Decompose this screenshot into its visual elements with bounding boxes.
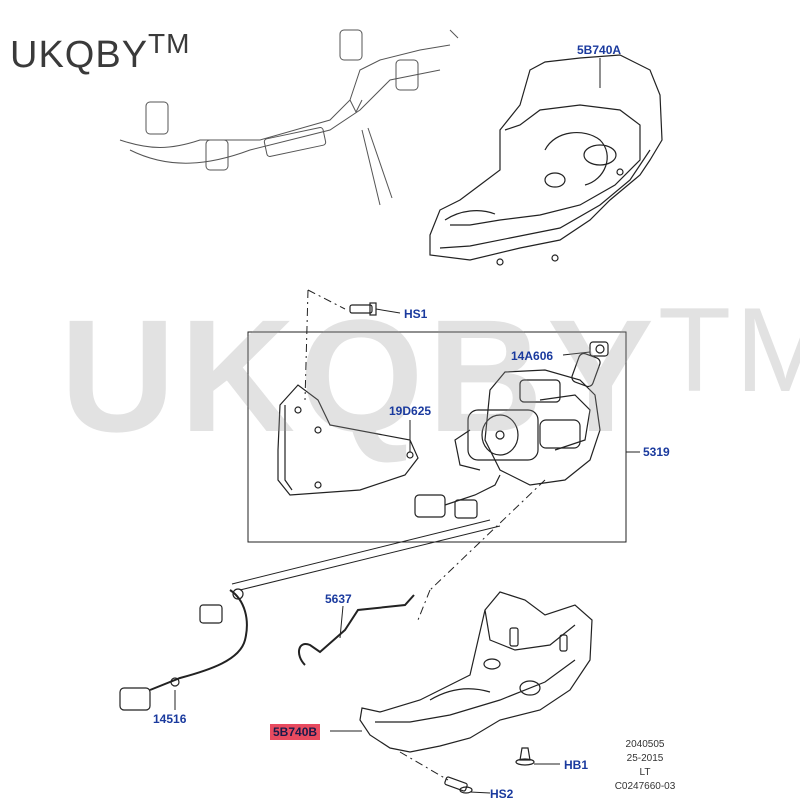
suspension-layout-overview — [119, 29, 459, 206]
pointer-hs2 — [399, 751, 449, 781]
compressor-assembly-box — [247, 331, 627, 543]
mounting-bracket-19d625 — [277, 384, 419, 496]
brand-watermark-small-tm: TM — [148, 28, 191, 59]
label-14a606: 14A606 — [511, 349, 554, 363]
label-5b740b-highlighted: 5B740B — [270, 724, 321, 740]
label-14516: 14516 — [153, 712, 187, 726]
leader-hs1 — [375, 308, 401, 314]
brand-watermark-small: UKQBYTM — [10, 24, 190, 75]
label-hb1: HB1 — [564, 758, 589, 772]
pointer-harness-1 — [231, 519, 491, 585]
wiring-harness-14516 — [119, 588, 248, 711]
pointer-harness-2 — [239, 525, 501, 591]
air-hose-5637 — [298, 594, 415, 666]
drawing-stamp: 2040505 25-2015 LT C0247660-03 — [600, 738, 690, 794]
leader-hs2 — [469, 791, 491, 794]
valve-block-14a606 — [571, 341, 609, 388]
harness-connectors — [414, 474, 501, 519]
bolt-hs1 — [349, 302, 377, 316]
air-compressor-unit — [454, 369, 601, 486]
bolt-hs2 — [444, 776, 473, 794]
assembly-guide-lines — [304, 289, 546, 621]
label-hs2: HS2 — [490, 787, 514, 801]
stamp-line-1: 2040505 — [625, 739, 665, 750]
leader-14a606 — [562, 351, 591, 356]
leader-5637 — [339, 605, 344, 639]
label-5637: 5637 — [325, 592, 352, 606]
label-5b740a: 5B740A — [577, 43, 622, 57]
lower-tray-5b740b — [359, 591, 593, 753]
fastener-hb1 — [515, 747, 535, 766]
brand-watermark-small-text: UKQBY — [10, 34, 149, 76]
label-hs1: HS1 — [404, 307, 428, 321]
upper-tray-cover — [429, 54, 663, 266]
stamp-line-4: C0247660-03 — [614, 781, 676, 792]
label-19d625: 19D625 — [389, 404, 432, 418]
stamp-line-3: LT — [639, 767, 651, 778]
stamp-line-2: 25-2015 — [626, 753, 664, 764]
label-5319: 5319 — [643, 445, 670, 459]
